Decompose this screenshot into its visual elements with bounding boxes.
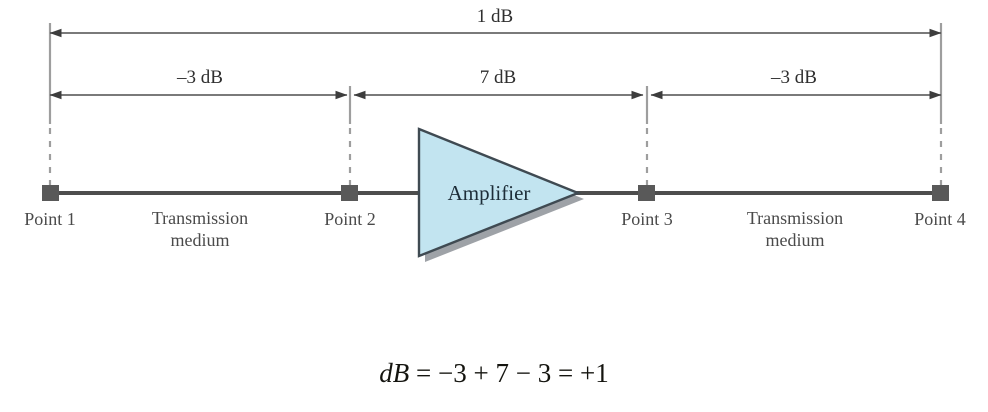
point-label-2: Point 2 [324,209,376,229]
point-marker-4 [932,185,949,201]
dimension-label-segment-1: –3 dB [177,67,223,88]
point-label-4: Point 4 [914,209,966,229]
transmission-medium-line2: medium [170,230,230,250]
amplifier-label: Amplifier [447,181,531,205]
transmission-medium-line2: medium [765,230,825,250]
equation-term-1: −3 [438,358,467,388]
transmission-medium-line1: Transmission [151,208,249,228]
equation-result: +1 [579,358,609,388]
equation-equals-1: = [416,358,432,388]
equation: dB = −3 + 7 − 3 = +1 [0,358,988,389]
point-label-1: Point 1 [24,209,76,229]
transmission-medium-line1: Transmission [746,208,844,228]
equation-plus-operator: + [473,358,489,388]
equation-lhs: dB [379,358,410,388]
point-label-3: Point 3 [621,209,673,229]
dimension-label-segment-3: –3 dB [771,67,817,88]
equation-term-3: 3 [537,358,552,388]
point-marker-3 [638,185,655,201]
equation-equals-2: = [557,358,574,388]
dimension-label-total: 1 dB [476,6,514,27]
point-marker-2 [341,185,358,201]
amplifier-shape [417,127,582,258]
transmission-medium-label-right: Transmission medium [705,207,885,251]
point-marker-1 [42,185,59,201]
dimension-label-segment-2: 7 dB [479,67,517,88]
equation-minus-operator: − [515,358,531,388]
transmission-medium-label-left: Transmission medium [110,207,290,251]
equation-term-2: 7 [495,358,510,388]
